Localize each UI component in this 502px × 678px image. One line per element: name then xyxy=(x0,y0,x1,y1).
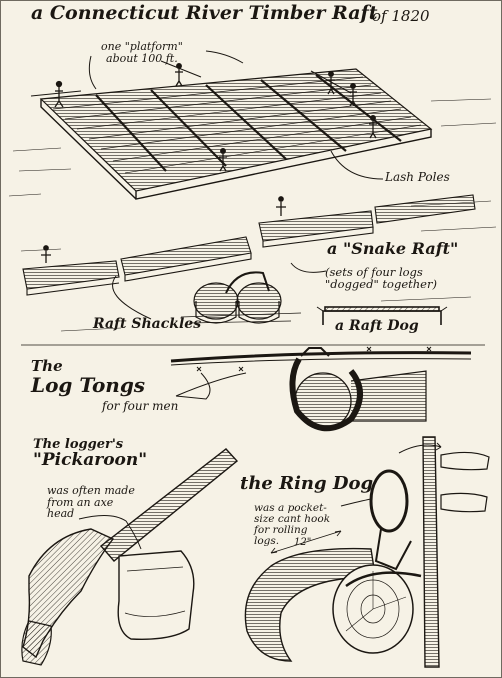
snake-raft-description: (sets of four logs "dogged" together) xyxy=(325,266,437,290)
tongs-marks xyxy=(196,346,432,372)
lash-poles-pointer xyxy=(330,150,384,180)
lash-poles xyxy=(95,74,402,172)
axe-head-detail xyxy=(117,550,195,640)
lash-poles-label: Lash Poles xyxy=(385,170,450,184)
pickaroon-title-line: The logger's xyxy=(33,437,124,452)
snake-raft-desc-line: (sets of four logs xyxy=(325,265,423,279)
ring-dog-desc-line: for rolling xyxy=(254,524,308,537)
snake-raft-pointer xyxy=(290,262,327,273)
snake-raft-desc-line: "dogged" together) xyxy=(325,277,437,292)
dog-ring xyxy=(369,469,409,533)
pickaroon-desc-line: was often made xyxy=(47,484,135,497)
pickaroon-title: The logger's "Pickaroon" xyxy=(33,438,147,469)
snake-raft-label: a "Snake Raft" xyxy=(327,239,459,258)
timber-raft-drawing xyxy=(8,50,497,332)
raft-shackles-label: Raft Shackles xyxy=(93,316,202,332)
platform-note: one "platform" about 100 ft. xyxy=(101,41,183,64)
hand-top xyxy=(440,451,490,471)
ring-dog-desc-line: logs. xyxy=(254,535,280,548)
measure-arrow xyxy=(270,530,342,554)
ring-dog-description: was a pocket- size cant hook for rolling… xyxy=(254,502,331,548)
title-year: of 1820 xyxy=(372,7,430,25)
raft-log-lines xyxy=(52,76,422,174)
pickaroon-title-line: "Pickaroon" xyxy=(33,449,148,470)
log-tongs-title-line: The xyxy=(31,357,63,375)
log-tongs-drawing xyxy=(170,346,472,432)
log-tongs-description: for four men xyxy=(102,399,179,413)
hand-mid xyxy=(440,492,488,513)
log-tongs-title: The Log Tongs xyxy=(31,357,146,397)
log-tongs-title-line: Log Tongs xyxy=(31,372,146,397)
ring-dog-title: the Ring Dog xyxy=(240,473,374,494)
pickaroon-drawing xyxy=(21,448,239,666)
tongs-log xyxy=(294,372,352,430)
pickaroon-desc-line: from an axe xyxy=(47,495,114,509)
raftsman-figures xyxy=(30,60,377,172)
ring-dog-desc-line: size cant hook xyxy=(254,513,331,526)
raft-dog-drawing xyxy=(316,306,448,325)
shackles-pointer xyxy=(112,275,152,320)
ring-dog-desc-line: was a pocket- xyxy=(254,502,327,514)
ring-dog-measurement: 12" xyxy=(294,537,312,548)
snake-raft-drawing xyxy=(22,194,476,296)
title: a Connecticut River Timber Raft xyxy=(31,2,378,24)
dog-hook xyxy=(244,547,376,662)
tongs-pointer xyxy=(175,372,247,400)
pickaroon-pointer xyxy=(78,515,142,550)
pickaroon-handle xyxy=(99,448,239,562)
platform-note-line: about 100 ft. xyxy=(106,51,178,65)
ring-dog-drawing xyxy=(244,436,490,668)
platform-indicator xyxy=(88,50,244,90)
raft-shackle-closeup xyxy=(180,271,302,324)
cant-pole xyxy=(422,436,440,668)
ring-dog-pointer xyxy=(340,498,372,507)
pickaroon-description: was often made from an axe head xyxy=(47,485,135,520)
platform-note-line: one "platform" xyxy=(101,40,183,53)
raft-dog-label: a Raft Dog xyxy=(335,318,419,334)
pickaroon-desc-line: head xyxy=(47,507,75,521)
